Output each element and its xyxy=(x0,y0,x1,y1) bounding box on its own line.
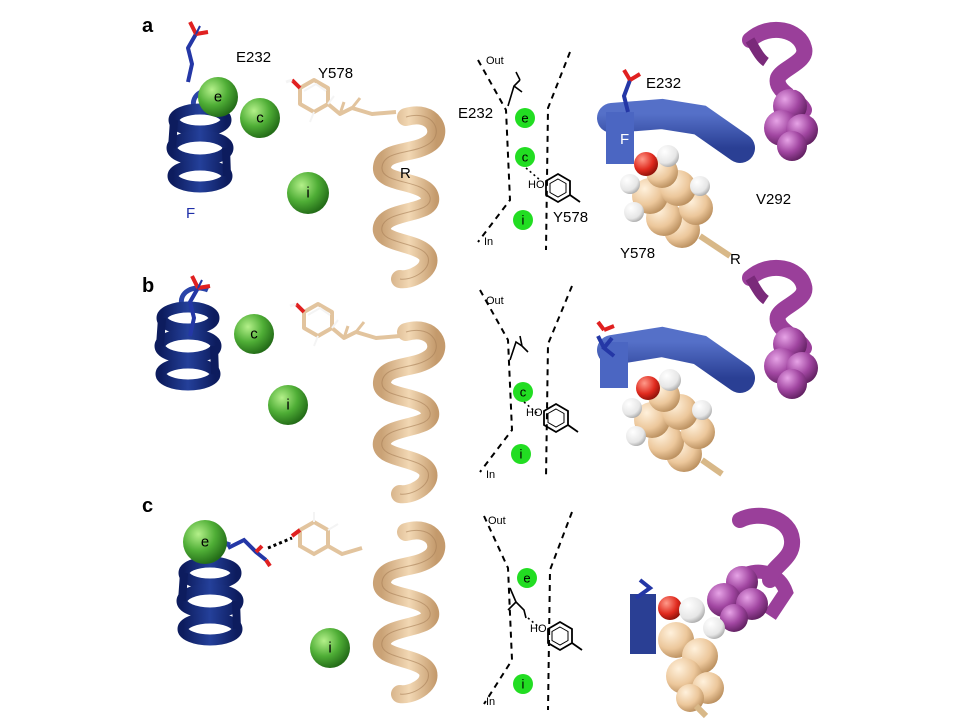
svg-text:e: e xyxy=(201,534,209,551)
svg-text:e: e xyxy=(214,89,222,106)
ion-e: e xyxy=(515,108,535,128)
schematic-a: Out In E232 e c i HO Y578 xyxy=(458,51,588,251)
structure-a: e c i E232 Y578 R F xyxy=(172,20,437,279)
label-r: R xyxy=(730,251,741,268)
svg-text:i: i xyxy=(286,397,289,414)
svg-text:c: c xyxy=(256,110,264,127)
svg-text:e: e xyxy=(523,571,530,586)
tyrosine-schematic xyxy=(545,173,581,203)
tyrosine-schematic xyxy=(543,403,579,433)
structure-c: e i xyxy=(182,512,436,694)
tyrosine-stick xyxy=(290,512,363,557)
label-helix-r: R xyxy=(400,165,411,182)
svg-text:e: e xyxy=(521,111,528,126)
spacefill-b xyxy=(596,268,818,477)
svg-text:i: i xyxy=(522,213,525,228)
tyrosine-stick xyxy=(288,302,402,348)
label-in: In xyxy=(484,236,493,248)
panel-letter-a: a xyxy=(142,15,154,37)
ion-i: i xyxy=(511,444,531,464)
spacefill-c xyxy=(630,507,800,719)
label-h: H xyxy=(792,77,803,94)
label-ho: HO xyxy=(526,407,543,419)
label-e232: E232 xyxy=(236,49,271,66)
label-helix-f: F xyxy=(186,205,195,222)
helix-r-ribbon xyxy=(382,330,437,494)
label-out: Out xyxy=(486,55,504,67)
ion-c: c xyxy=(513,382,533,402)
schematic-c: Out In e i HO xyxy=(483,511,583,711)
helix-r-ribbon xyxy=(382,530,437,694)
svg-text:c: c xyxy=(522,150,529,165)
svg-text:c: c xyxy=(250,326,258,343)
ion-i: i xyxy=(268,385,308,425)
ion-e: e xyxy=(198,77,238,117)
panel-letter-c: c xyxy=(142,495,153,517)
tyrosine-spacefill xyxy=(622,369,715,472)
label-f: F xyxy=(620,131,629,148)
label-e232: E232 xyxy=(646,75,681,92)
label-e232: E232 xyxy=(458,105,493,122)
svg-text:c: c xyxy=(520,385,527,400)
ion-c: c xyxy=(515,147,535,167)
ion-e: e xyxy=(517,568,537,588)
label-out: Out xyxy=(488,515,506,527)
label-y578: Y578 xyxy=(318,65,353,82)
spacefill-a: E232 F H V292 Y578 R xyxy=(597,30,818,268)
ion-c: c xyxy=(240,98,280,138)
svg-text:i: i xyxy=(520,447,523,462)
label-out: Out xyxy=(486,295,504,307)
panel-a: a e c i E232 Y578 R F xyxy=(142,15,818,279)
ion-c: c xyxy=(234,314,274,354)
label-ho: HO xyxy=(528,179,545,191)
helix-h-ribbon xyxy=(750,268,818,399)
glutamate-e232-stick xyxy=(186,20,210,84)
panel-c: c e i Out xyxy=(142,495,800,719)
label-y578: Y578 xyxy=(620,245,655,262)
svg-text:i: i xyxy=(522,677,525,692)
ion-i: i xyxy=(513,674,533,694)
ion-i: i xyxy=(287,172,329,214)
schematic-b: Out In c i HO xyxy=(479,285,579,481)
panel-letter-b: b xyxy=(142,275,154,297)
label-y578: Y578 xyxy=(553,209,588,226)
helix-h-ribbon xyxy=(707,507,800,632)
ion-i: i xyxy=(513,210,533,230)
tyrosine-y578-stick xyxy=(284,78,398,124)
structure-b: c i xyxy=(160,274,437,494)
helix-r-ribbon xyxy=(382,115,437,279)
svg-text:i: i xyxy=(328,640,331,657)
label-v292: V292 xyxy=(756,191,791,208)
label-ho: HO xyxy=(530,623,547,635)
helix-h-ribbon xyxy=(750,30,818,161)
tyrosine-schematic xyxy=(547,621,583,651)
ion-i: i xyxy=(310,628,350,668)
panel-b: b c i Out In c xyxy=(142,268,818,494)
helix-f-ribbon xyxy=(160,288,216,385)
label-in: In xyxy=(486,696,495,708)
tyrosine-spacefill xyxy=(658,596,725,712)
svg-text:i: i xyxy=(306,185,309,202)
ion-e: e xyxy=(183,520,227,564)
label-in: In xyxy=(486,469,495,481)
